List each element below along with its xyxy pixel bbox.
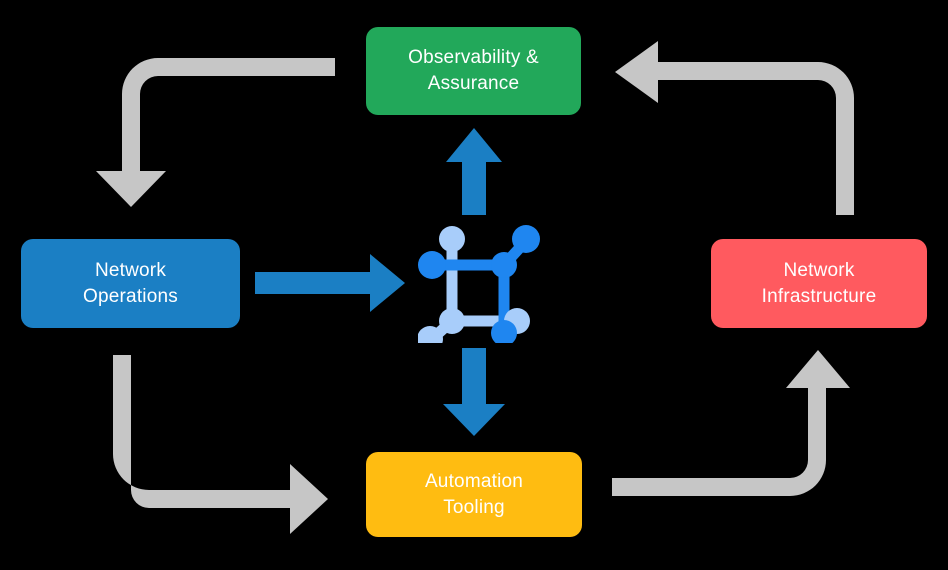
node-network-infrastructure[interactable]: Network Infrastructure [711, 239, 927, 328]
node-network-operations[interactable]: Network Operations [21, 239, 240, 328]
arrow-infrastructure-to-observability [615, 41, 854, 215]
arrow-center-to-automation [443, 348, 505, 436]
node-label-network-operations: Network Operations [83, 259, 178, 307]
node-label-observability: Observability & Assurance [408, 47, 539, 94]
node-automation-tooling[interactable]: Automation Tooling [366, 452, 582, 537]
node-label-automation-tooling: Automation Tooling [424, 470, 524, 518]
arrow-automation-to-infrastructure [612, 350, 850, 496]
node-label-network-infrastructure: Network Infrastructure [761, 259, 877, 307]
arrow-operations-to-center [255, 254, 405, 312]
network-topology-icon [418, 225, 540, 343]
node-observability-assurance[interactable]: Observability & Assurance [366, 27, 581, 115]
arrow-observability-to-operations [96, 58, 335, 207]
arrow-operations-to-automation [113, 355, 328, 534]
arrow-center-to-observability [446, 128, 502, 215]
